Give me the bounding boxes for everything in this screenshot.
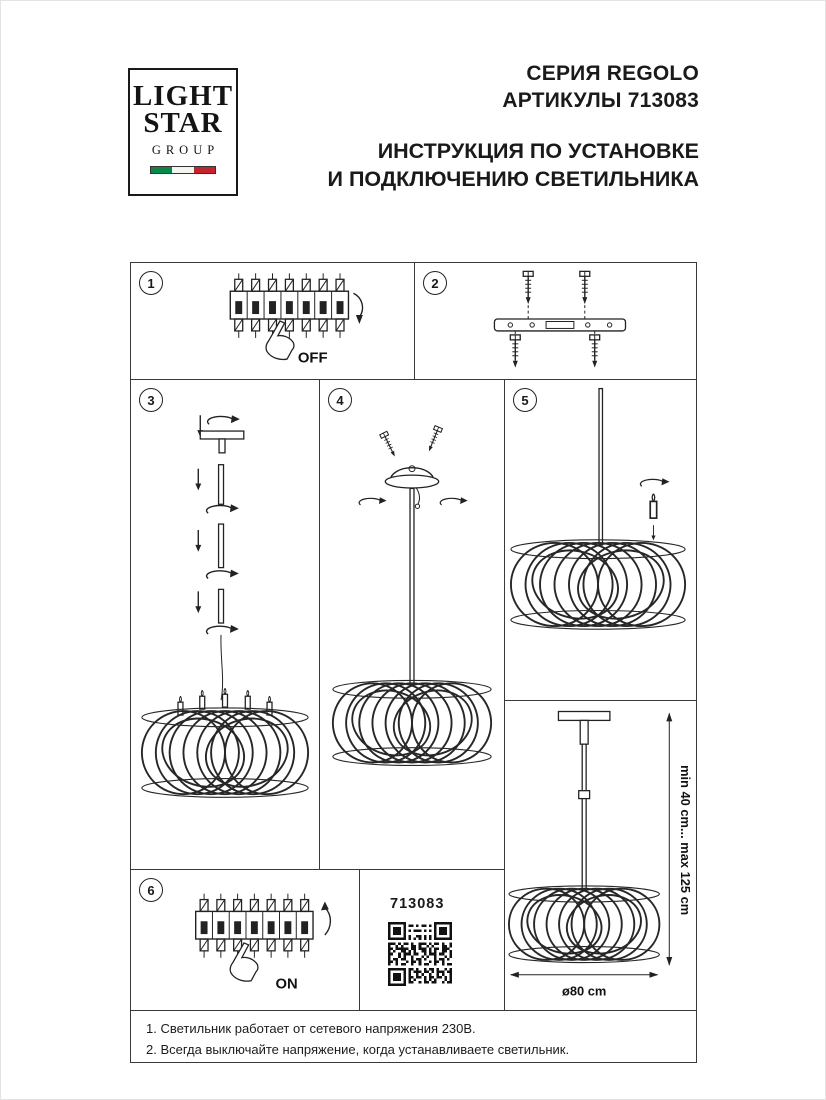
breaker-row <box>195 893 314 959</box>
rod-joint <box>578 790 591 800</box>
screw-icon <box>424 425 443 454</box>
instruction-title-line2: И ПОДКЛЮЧЕНИЮ СВЕТИЛЬНИКА <box>327 166 699 191</box>
step-number-badge: 1 <box>139 271 163 295</box>
candle-socket-icon <box>221 687 229 708</box>
logo-text-star: STAR <box>143 107 223 140</box>
chandelier-rings <box>140 706 310 799</box>
hanging-rod <box>409 487 415 685</box>
panel-footnotes: 1. Светильник работает от сетевого напря… <box>130 1010 697 1063</box>
hand-icon <box>229 942 259 982</box>
down-arrow-icon <box>194 590 202 614</box>
candle-bulb-icon <box>649 492 658 519</box>
flag-red-segment <box>193 166 215 173</box>
hanging-rod <box>598 387 604 546</box>
candle-socket-icon <box>199 689 206 710</box>
rotate-arrow-icon <box>206 414 241 425</box>
ceiling-plate <box>557 710 611 722</box>
canopy-dome <box>389 467 435 481</box>
switch-on-arrow-icon <box>320 901 332 936</box>
rotate-arrow-icon <box>205 624 240 635</box>
panel-step-3: 3 <box>130 379 320 870</box>
pull-cord <box>415 487 421 505</box>
panel-step-5: 5 <box>504 379 697 701</box>
panel-step-6: 6 ON <box>130 869 360 1011</box>
panel-step-4: 4 <box>319 379 505 870</box>
down-arrow-icon <box>194 529 202 553</box>
document-header: СЕРИЯ REGOLO АРТИКУЛЫ 713083 ИНСТРУКЦИЯ … <box>259 60 699 193</box>
rod-segment <box>217 588 225 624</box>
down-arrow-icon <box>650 524 657 541</box>
suspension-wire <box>220 634 224 701</box>
bulb-install-illustration <box>509 387 687 631</box>
qr-code <box>388 922 452 986</box>
down-arrow-icon <box>194 467 202 492</box>
chandelier-rings <box>509 538 687 631</box>
switch-off-arrow-icon <box>353 292 364 324</box>
rotate-arrow-icon <box>439 496 469 506</box>
height-dimension: min 40 cm... max 125 cm <box>666 712 693 966</box>
step-number-badge: 3 <box>139 388 163 412</box>
candle-socket-icon <box>244 689 251 710</box>
instruction-title-line1: ИНСТРУКЦИЯ ПО УСТАНОВКЕ <box>377 138 699 163</box>
rotate-arrow-icon <box>358 496 388 506</box>
step-number-badge: 2 <box>423 271 447 295</box>
screw-icon <box>522 270 534 305</box>
breaker-on-label: ON <box>276 976 298 992</box>
flag-white-segment <box>172 166 194 173</box>
breaker-row <box>229 272 350 339</box>
logo-text-light: LIGHT <box>132 80 234 112</box>
instruction-title: ИНСТРУКЦИЯ ПО УСТАНОВКЕ И ПОДКЛЮЧЕНИЮ СВ… <box>259 138 699 194</box>
rod-segment <box>217 523 225 569</box>
footnote-1: 1. Светильник работает от сетевого напря… <box>146 1021 476 1036</box>
italian-flag-bar <box>150 165 216 174</box>
logo-text-group: GROUP <box>151 142 220 157</box>
rotate-arrow-icon <box>205 568 240 580</box>
step-number-badge: 5 <box>513 388 537 412</box>
screw-icon <box>579 270 591 305</box>
breaker-off-label: OFF <box>298 351 328 367</box>
rod-assembly-illustration <box>140 414 310 799</box>
flag-green-segment <box>151 166 173 173</box>
dimensions-illustration: min 40 cm... max 125 cm ø80 cm <box>508 710 693 999</box>
screw-icon <box>509 334 521 369</box>
height-range-label: min 40 cm... max 125 cm <box>678 765 693 915</box>
rotate-arrow-icon <box>639 477 671 487</box>
rotate-arrow-icon <box>205 503 240 514</box>
panel-dimensions: min 40 cm... max 125 cm ø80 cm <box>504 700 697 1011</box>
panel-article-qr: 713083 <box>359 869 505 1011</box>
diameter-dimension: ø80 cm <box>509 971 659 999</box>
articles-line: АРТИКУЛЫ 713083 <box>502 89 699 113</box>
canopy-plate <box>199 430 245 440</box>
mounting-plate <box>493 318 627 332</box>
panel-step-2: 2 <box>414 262 697 380</box>
screw-icon <box>379 430 399 459</box>
mounting-bracket-illustration <box>493 270 627 369</box>
footnote-2: 2. Всегда выключайте напряжение, когда у… <box>146 1041 570 1057</box>
diameter-label: ø80 cm <box>562 984 606 999</box>
breaker-on-illustration: ON <box>195 893 332 992</box>
rod-segment <box>217 464 225 505</box>
hand-icon <box>265 320 295 361</box>
chandelier-rings <box>508 885 661 964</box>
telescopic-rod <box>581 743 587 891</box>
panel-step-1: 1 <box>130 262 415 380</box>
article-number: 713083 <box>390 896 445 912</box>
footnotes: 1. Светильник работает от сетевого напря… <box>131 1011 696 1060</box>
step-number-badge: 4 <box>328 388 352 412</box>
step-number-badge: 6 <box>139 878 163 902</box>
canopy-mount-illustration <box>331 425 493 767</box>
chandelier-rings <box>331 679 493 767</box>
screw-icon <box>589 334 601 369</box>
lightstar-logo: LIGHT STAR GROUP <box>128 68 238 196</box>
series-title: СЕРИЯ REGOLO <box>526 62 699 85</box>
breaker-off-illustration: OFF <box>229 272 364 367</box>
